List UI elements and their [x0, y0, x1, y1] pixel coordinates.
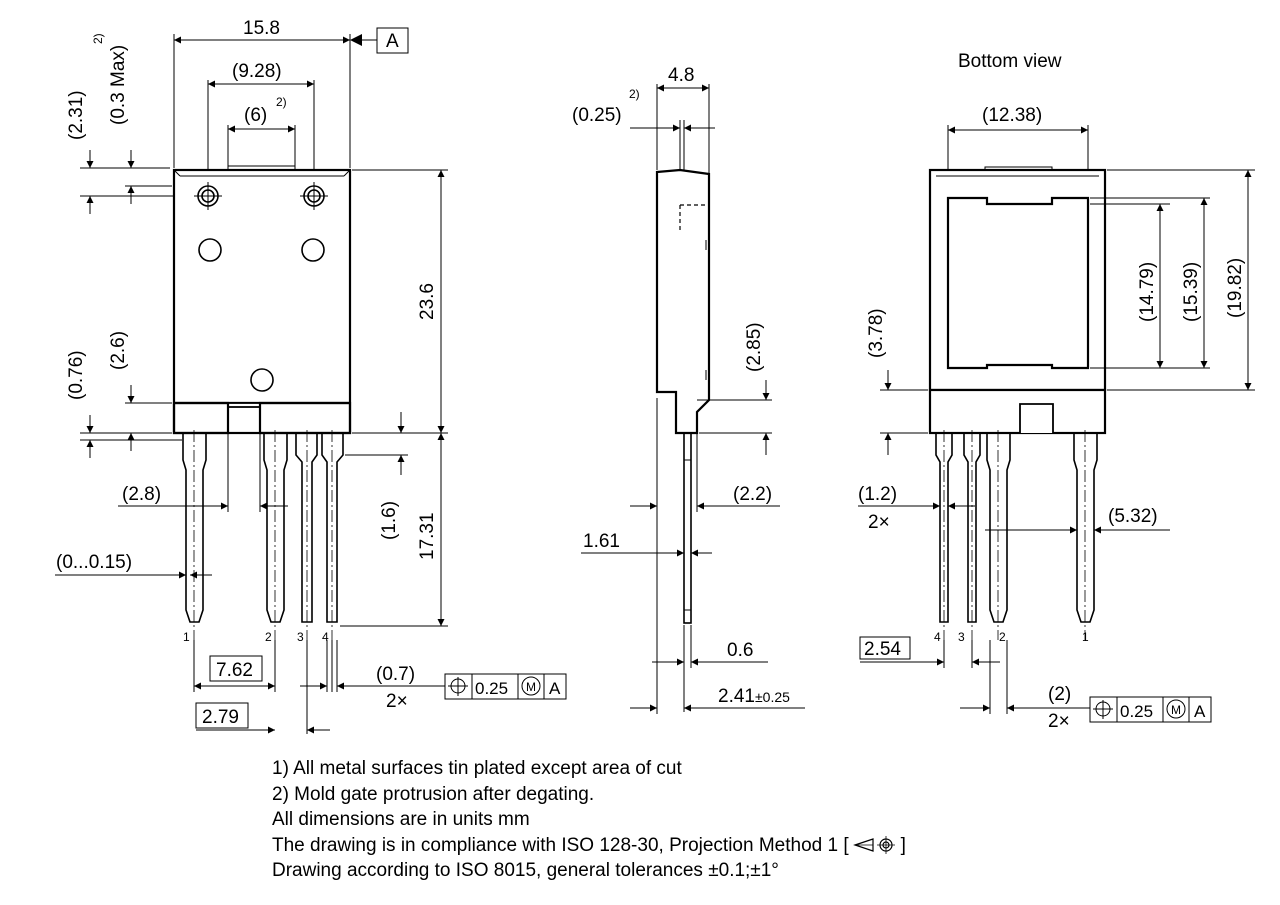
dim-lead-length: 17.31 [417, 512, 438, 560]
dim-shoulder-b: (2.6) [108, 331, 129, 370]
bottom-pin-label-2: 2 [999, 630, 1006, 644]
dim-bottom-lead-width: (1.2) [858, 484, 897, 505]
dim-shoulder-a: (0.76) [66, 350, 87, 400]
dim-top-offset: (2.31) [66, 90, 87, 140]
dim-lead-pos: 1.61 [583, 531, 620, 552]
dim-pitch-small: 2.54 [864, 639, 901, 660]
side-view [581, 84, 805, 714]
note-1: 1) All metal surfaces tin plated except … [272, 758, 682, 779]
dim-pitch-large: (5.32) [1108, 506, 1158, 527]
dim-gate-protrusion: (0.25) [572, 105, 622, 126]
pin-label-1: 1 [183, 630, 190, 644]
note-4: The drawing is in compliance with ISO 12… [272, 833, 906, 859]
dim-lead-thickness: 0.6 [727, 640, 753, 661]
projection-method-icon [852, 835, 895, 854]
dim-total: 2.41±0.25 [718, 686, 790, 707]
bottom-fcf-datum: A [1194, 702, 1206, 721]
note-5: Drawing according to ISO 8015, general t… [272, 860, 779, 881]
dim-pitch-2: 2.79 [202, 707, 239, 728]
dim-gate-protrusion-sup: 2) [629, 87, 640, 101]
front-view [55, 27, 567, 734]
dim-lead-step: (1.6) [379, 501, 400, 540]
bottom-pin-label-3: 3 [958, 630, 965, 644]
pin-label-3: 3 [297, 630, 304, 644]
dim-width: 15.8 [243, 18, 280, 39]
pin-label-4: 4 [322, 630, 329, 644]
bottom-pin-label-4: 4 [934, 630, 941, 644]
bottom-fcf-value: 0.25 [1120, 702, 1153, 721]
dim-gate-sup: 2) [276, 95, 287, 109]
dim-lead-width: (0.7) [376, 664, 415, 685]
dim-gap: (2.8) [122, 484, 161, 505]
dim-bottom-width: (12.38) [982, 105, 1042, 126]
datum-label: A [386, 31, 399, 52]
dim-pad-c: (19.82) [1225, 258, 1246, 318]
dim-lead-count: 2× [386, 691, 408, 712]
dim-bottom-lead-count: 2× [868, 512, 890, 533]
bottom-view-title: Bottom view [958, 51, 1062, 72]
dim-gate-height: (0.3 Max) [108, 45, 129, 125]
dim-lead-offset: (2.2) [733, 484, 772, 505]
dim-pad-a: (14.79) [1137, 262, 1158, 322]
dim-gate-height-sup: 2) [91, 33, 105, 44]
fcf-modifier: M [526, 680, 536, 694]
dim-pitch-1: 7.62 [216, 660, 253, 681]
note-2: 2) Mold gate protrusion after degating. [272, 783, 595, 805]
dim-thickness: 4.8 [668, 65, 694, 86]
dim-gate: (6) [244, 105, 267, 126]
dim-step: (2.85) [744, 322, 765, 372]
pin-label-2: 2 [265, 630, 272, 644]
dim-hole-spacing: (9.28) [232, 61, 282, 82]
dim-body-height: 23.6 [417, 283, 438, 320]
dim-wide-lead-count: 2× [1048, 711, 1070, 732]
dim-wide-lead: (2) [1048, 684, 1071, 705]
bottom-pin-label-1: 1 [1082, 630, 1089, 644]
bottom-fcf-modifier: M [1171, 703, 1181, 717]
dimension-labels: 15.8 A (9.28) (6) 2) (2.31) (0.3 Max) 2)… [56, 18, 1246, 732]
bottom-view [858, 125, 1255, 723]
note-3: All dimensions are in units mm [272, 809, 530, 830]
dim-pad-b: (15.39) [1181, 262, 1202, 322]
fcf-value: 0.25 [475, 679, 508, 698]
dim-bottom-shoulder: (3.78) [866, 308, 887, 358]
note-4-text: The drawing is in compliance with ISO 12… [272, 834, 849, 856]
dim-lead-tol: (0...0.15) [56, 552, 132, 573]
note-4-close: ] [900, 834, 906, 856]
fcf-datum: A [549, 679, 561, 698]
drawing-notes: 1) All metal surfaces tin plated except … [272, 756, 906, 884]
